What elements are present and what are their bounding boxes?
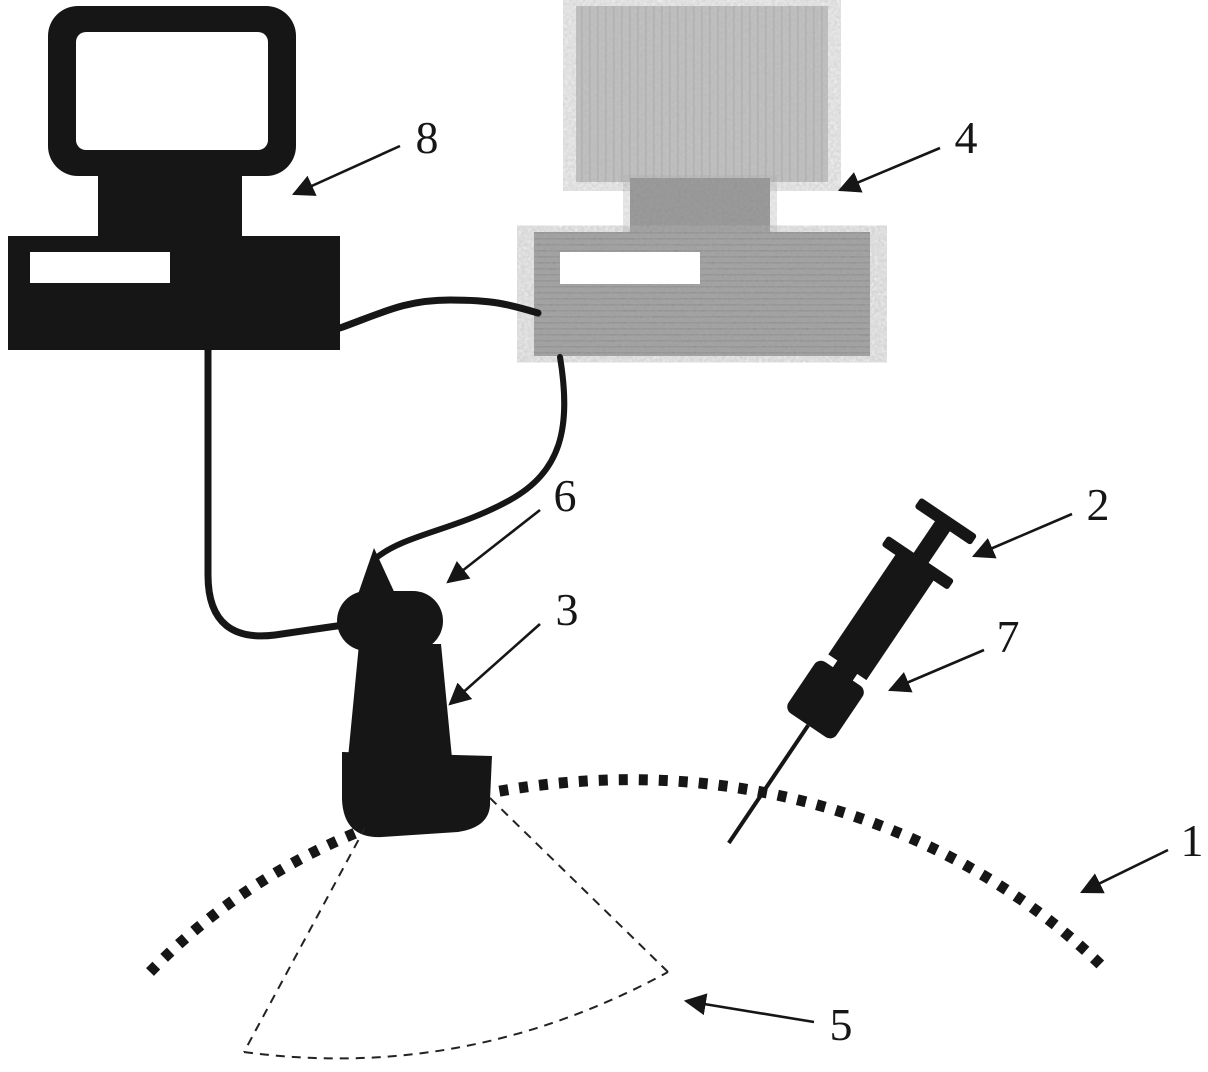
device-body-grain (534, 232, 870, 356)
probe-connector-collar (337, 591, 443, 651)
arrow-computer (291, 144, 401, 196)
needle (727, 724, 810, 845)
needle-hub (787, 660, 864, 739)
computer (8, 6, 340, 350)
label-probe: 3 (556, 584, 579, 635)
arrow-probe (448, 623, 541, 706)
device-mid-grain (630, 178, 770, 236)
annotation-needle-hub: 7 (887, 611, 1020, 693)
syringe-barrel (828, 548, 938, 681)
arrow-needle-hub (887, 648, 985, 693)
probe-strain-relief (355, 548, 397, 603)
arrow-probe-connector (446, 508, 541, 584)
arrow-scan-sector (683, 993, 815, 1024)
annotation-probe-connector: 6 (446, 470, 577, 584)
annotation-device: 4 (837, 112, 978, 193)
probe-foot (342, 752, 492, 838)
body-surface-dotted-arc (146, 774, 1112, 976)
annotation-scan-sector: 5 (683, 993, 853, 1050)
label-probe-connector: 6 (554, 470, 577, 521)
syringe-taper (830, 658, 859, 684)
cable-computer-to-probe (204, 346, 348, 640)
label-computer: 8 (416, 112, 439, 163)
cables (204, 296, 568, 640)
syringe-plunger-rod (911, 519, 951, 567)
annotations: 8 4 6 3 2 7 1 5 (291, 112, 1204, 1050)
monitor-screen (76, 32, 268, 150)
arrow-syringe (971, 512, 1073, 559)
sector-right-edge (489, 797, 669, 973)
arrow-device (837, 146, 941, 193)
cable-device-to-probe (373, 354, 568, 561)
ultrasound-probe (337, 548, 492, 838)
sector-bottom-arc (243, 971, 669, 1060)
monitor-neck (98, 176, 242, 240)
annotation-probe: 3 (448, 584, 579, 706)
sector-left-edge (243, 825, 367, 1053)
computer-base-slot (30, 252, 170, 283)
device-top-grain (576, 6, 828, 182)
probe-body (348, 644, 452, 758)
cable-computer-to-device (336, 296, 542, 332)
annotation-computer: 8 (291, 112, 439, 196)
label-body-surface: 1 (1181, 815, 1204, 866)
label-syringe: 2 (1087, 479, 1110, 530)
annotation-body-surface: 1 (1080, 815, 1204, 894)
scan-sector (243, 797, 669, 1060)
syringe (727, 498, 977, 845)
label-device: 4 (955, 112, 978, 163)
ultrasound-device (534, 6, 870, 356)
syringe-plunger-flange (915, 498, 977, 545)
label-needle-hub: 7 (997, 611, 1020, 662)
annotation-syringe: 2 (971, 479, 1110, 559)
label-scan-sector: 5 (830, 999, 853, 1050)
arrow-body-surface (1080, 848, 1169, 894)
device-slot (560, 252, 700, 284)
